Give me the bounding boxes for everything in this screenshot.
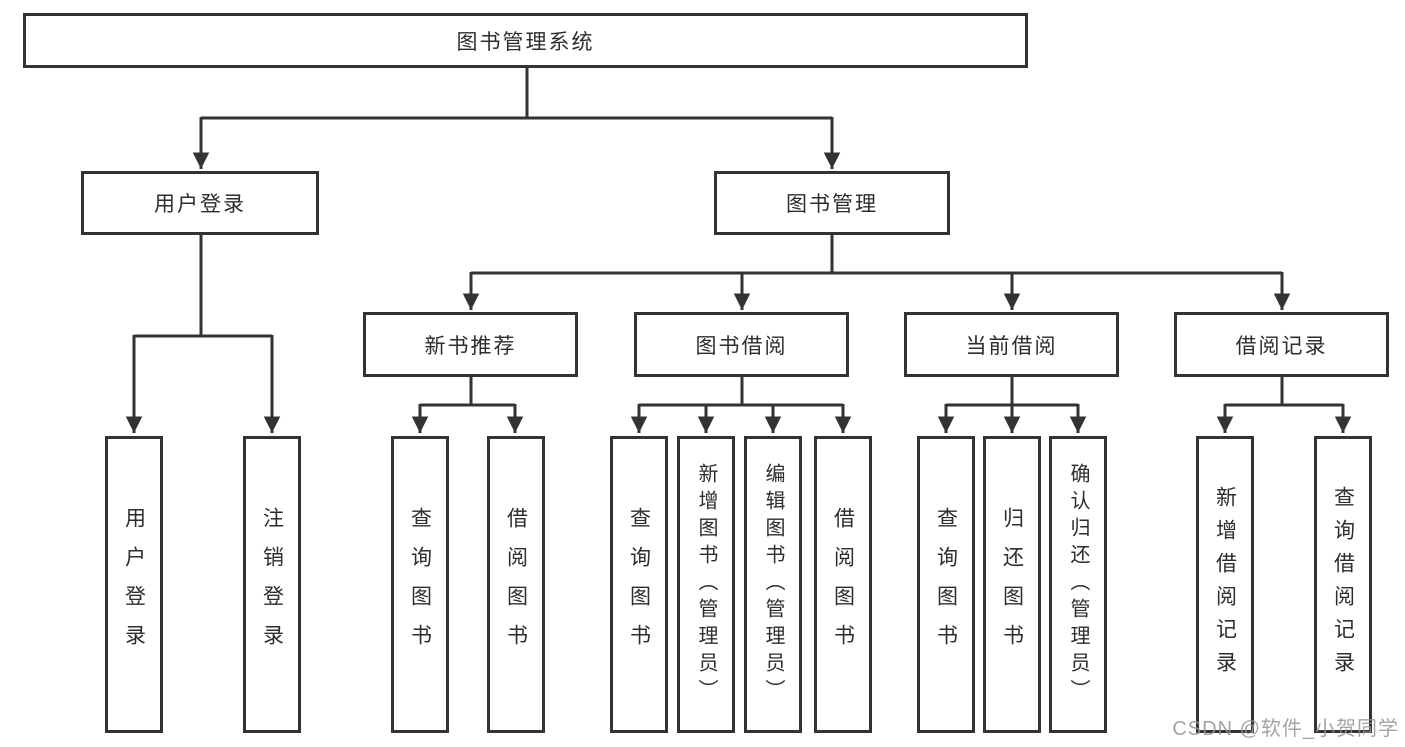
leaf-borrow-book-recommend: 借阅图书 <box>487 436 545 733</box>
leaf-user-login: 用户登录 <box>105 436 163 733</box>
node-book-borrow: 图书借阅 <box>634 312 849 377</box>
node-borrow-records: 借阅记录 <box>1174 312 1389 377</box>
node-book-management: 图书管理 <box>714 171 950 235</box>
node-new-book-recommend: 新书推荐 <box>363 312 578 377</box>
csdn-watermark: CSDN @软件_小贺同学 <box>1172 718 1399 740</box>
leaf-edit-book-admin: 编辑图书（管理员） <box>744 436 802 733</box>
leaf-query-book-recommend: 查询图书 <box>391 436 449 733</box>
node-current-borrow: 当前借阅 <box>904 312 1119 377</box>
leaf-query-borrow-record: 查询借阅记录 <box>1314 436 1372 733</box>
tree-edges <box>125 68 1352 433</box>
leaf-confirm-return-admin: 确认归还（管理员） <box>1049 436 1107 733</box>
node-root-system: 图书管理系统 <box>23 13 1028 68</box>
leaf-query-book-borrow: 查询图书 <box>610 436 668 733</box>
leaf-query-book-current: 查询图书 <box>917 436 975 733</box>
leaf-return-book: 归还图书 <box>983 436 1041 733</box>
leaf-borrow-book: 借阅图书 <box>814 436 872 733</box>
node-user-login: 用户登录 <box>81 171 319 235</box>
leaf-add-book-admin: 新增图书（管理员） <box>677 436 735 733</box>
leaf-logout: 注销登录 <box>243 436 301 733</box>
leaf-add-borrow-record: 新增借阅记录 <box>1196 436 1254 733</box>
